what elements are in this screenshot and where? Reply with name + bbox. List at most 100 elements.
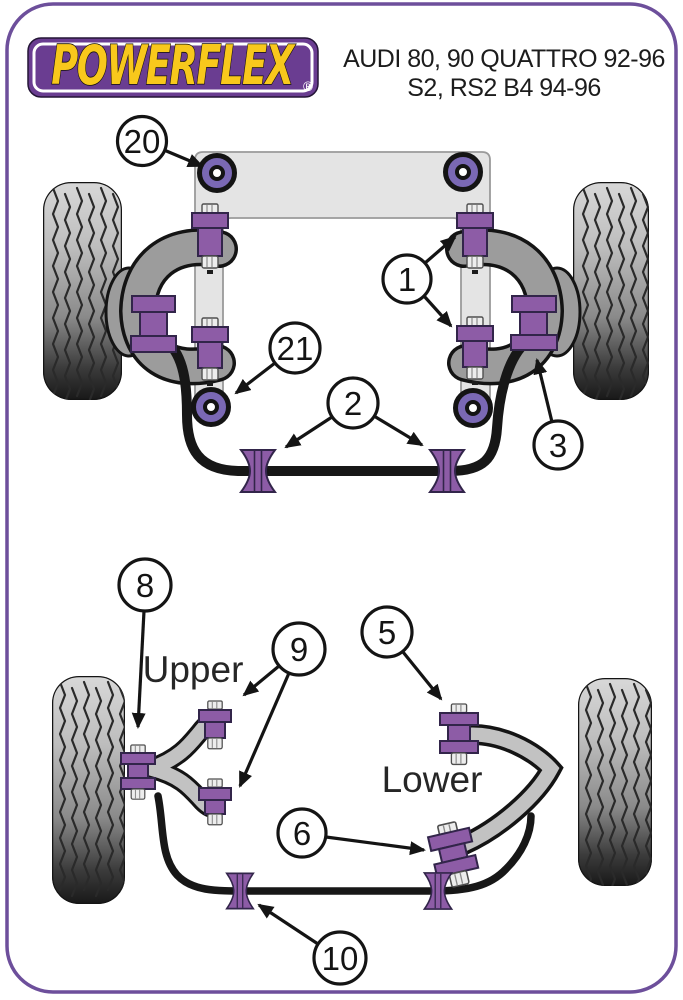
logo-inner-border [32,42,314,93]
flange [198,787,232,801]
callout-10-arrow [257,903,319,946]
flange [191,212,229,229]
rear-lower-arm-body [456,727,560,852]
callout-8-arrow [131,610,146,729]
flange [439,712,479,726]
front-lower-arm-bushing-left [130,295,177,353]
rear-lower-arm [452,724,564,856]
callout-3: 3 [532,358,584,471]
callout-20: 20 [115,114,204,168]
flange [131,295,176,313]
callout-10-number: 10 [322,940,359,977]
rear-lower-arm-rear-bushing [426,820,480,889]
rear-right-tire [578,678,652,886]
rear-upper-arm-inner-bushing-front [198,700,232,750]
callout-2-circle [326,376,380,430]
callout-5-arrow [401,650,443,701]
callout-21-number: 21 [277,330,314,367]
callout-9-circle [271,621,327,677]
callout-21-circle [268,321,322,375]
callout-20-number: 20 [124,123,161,160]
callout-21-arrow [234,361,276,395]
callout-1-number: 1 [398,261,416,298]
front-lower-arm-bushing-right [510,295,558,351]
rear-upper-arm-inner-bushing-rear [198,778,232,826]
rear-right-tire-body [578,678,652,886]
powerflex-logo: POWERFLEX ® [27,33,319,98]
body [197,227,223,257]
flange [511,295,557,313]
subframe-mount-bushing-rear-left [194,390,229,425]
logo-plate [27,37,319,98]
rear-anti-roll-bar [154,792,535,895]
callout-5-number: 5 [378,614,396,651]
registered-mark: ® [302,80,315,95]
callout-10-circle [312,930,368,986]
callout-6-arrow [325,835,426,856]
front-subframe-bushing-left-rear [191,317,229,386]
body [204,799,226,815]
front-suspension-diagram: 20 1 21 2 3 [43,114,649,493]
front-right-tire-body [573,182,649,400]
callout-2-number: 2 [344,385,362,422]
flange [510,334,558,351]
callout-5-circle [360,605,414,659]
label-lower-arm: Lower [382,759,483,800]
flange [198,709,232,723]
front-left-tire [43,182,122,400]
flange [120,752,156,765]
subframe-mount-bushing-front-left [200,156,235,191]
body [139,311,168,337]
callout-2-arrow-left [284,415,333,449]
flange [439,740,479,754]
callout-1: 1 [381,235,457,328]
front-right-tire [573,182,649,400]
rear-suspension-diagram: Upper Lower 8 9 5 6 10 [52,557,652,986]
callout-3-number: 3 [549,427,567,464]
label-upper-arm: Upper [143,649,244,690]
callout-6: 6 [276,807,426,859]
callout-9-arrow-front [242,664,281,697]
callout-1-arrow-upper [423,235,457,265]
body [462,227,488,257]
callout-6-circle [276,807,328,859]
callout-3-circle [532,419,584,471]
header-title: AUDI 80, 90 QUATTRO 92-96 S2, RS2 B4 94-… [343,45,665,102]
page-border [5,2,678,994]
flange [456,325,494,342]
callout-9: 9 [238,621,327,788]
callout-1-circle [381,253,433,305]
flange [456,212,494,229]
front-subframe-bushing-right-rear [456,316,494,385]
body [197,341,223,369]
body [519,311,548,336]
callout-10: 10 [257,903,368,986]
callout-2-arrow-right [373,414,424,447]
front-subframe-bushing-left-front [191,203,229,274]
callout-9-number: 9 [290,631,308,668]
callout-6-number: 6 [293,815,311,852]
flange [130,335,177,353]
callout-2: 2 [284,376,424,449]
body [447,724,471,742]
callout-21: 21 [234,321,322,395]
front-anti-roll-bar [162,337,529,476]
rear-upper-arm-outer-bushing [120,744,156,800]
callout-3-arrow [533,358,554,423]
front-subframe [194,151,491,413]
callout-8-circle [117,557,173,613]
front-subframe-bushing-right-front [456,203,494,274]
callout-1-arrow-lower [422,294,453,328]
callout-9-arrow-rear [238,672,291,788]
flange [191,326,229,343]
flange [120,777,156,790]
callout-8-number: 8 [136,567,154,604]
subframe-mount-bushing-front-right [446,155,481,190]
header-title-line1: AUDI 80, 90 QUATTRO 92-96 [343,45,665,73]
callout-20-circle [115,114,169,168]
rear-left-tire [52,676,125,904]
rear-lower-arm-front-bushing [439,703,479,766]
body [204,721,226,739]
